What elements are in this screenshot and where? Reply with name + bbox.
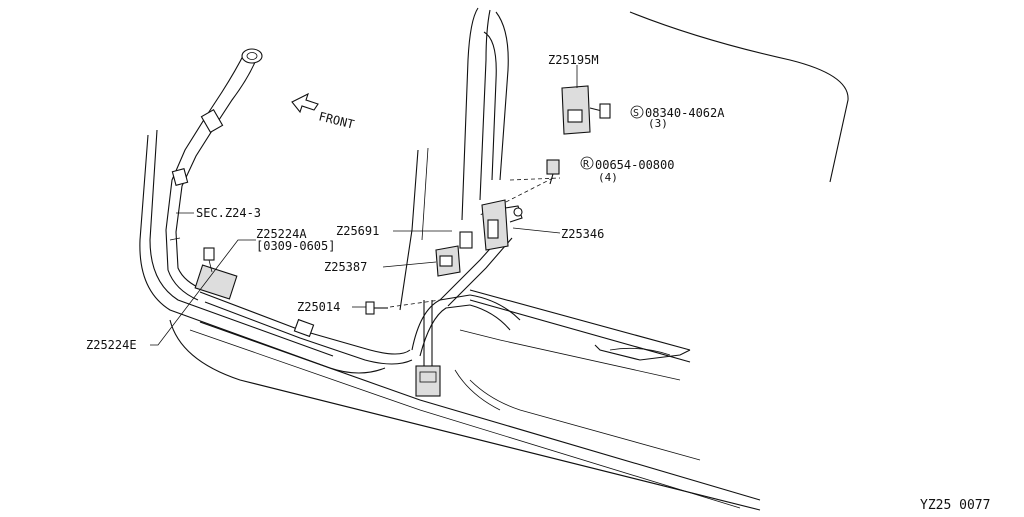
label-08340-4062a-qty: (3) [648, 117, 668, 130]
connector-z25224e [194, 264, 238, 300]
part-labels: SEC.Z24-3 Z25224A [0309-0605] Z25224E Z2… [86, 53, 990, 513]
part-z25691 [459, 231, 473, 249]
label-00654-00800: 00654-00800 [595, 158, 674, 172]
bolt-s-symbol: S [633, 108, 639, 119]
label-z25346: Z25346 [561, 227, 604, 241]
label-z25195m: Z25195M [548, 53, 599, 67]
body-panel-outlines [139, 7, 849, 511]
front-direction-arrow: FRONT [291, 92, 356, 132]
label-z25014: Z25014 [297, 300, 340, 314]
harness-grommet [241, 48, 263, 64]
label-z25224e: Z25224E [86, 338, 137, 352]
part-z25346 [481, 199, 523, 251]
wiring-harness-left [165, 48, 413, 365]
part-z25387 [435, 245, 461, 277]
label-08340-4062a: 08340-4062A [645, 106, 725, 120]
part-z25195m [561, 85, 591, 135]
label-z25387: Z25387 [324, 260, 367, 274]
connector-z25224a [203, 247, 215, 261]
label-z25224a-range: [0309-0605] [256, 239, 335, 253]
bolt-s-circle-icon [630, 105, 644, 119]
label-z25691: Z25691 [336, 224, 379, 238]
clip-r-circle-icon [580, 156, 594, 170]
clip-r-symbol: R [583, 159, 590, 170]
label-sec-z24-3: SEC.Z24-3 [196, 206, 261, 220]
label-z25224a: Z25224A [256, 227, 307, 241]
front-label: FRONT [317, 109, 355, 131]
leader-lines [150, 65, 578, 346]
diagram-id: YZ25 0077 [920, 498, 990, 512]
bolt-08340-4062a [589, 103, 611, 119]
bolt-z25014 [365, 301, 388, 315]
label-00654-00800-qty: (4) [598, 171, 618, 184]
